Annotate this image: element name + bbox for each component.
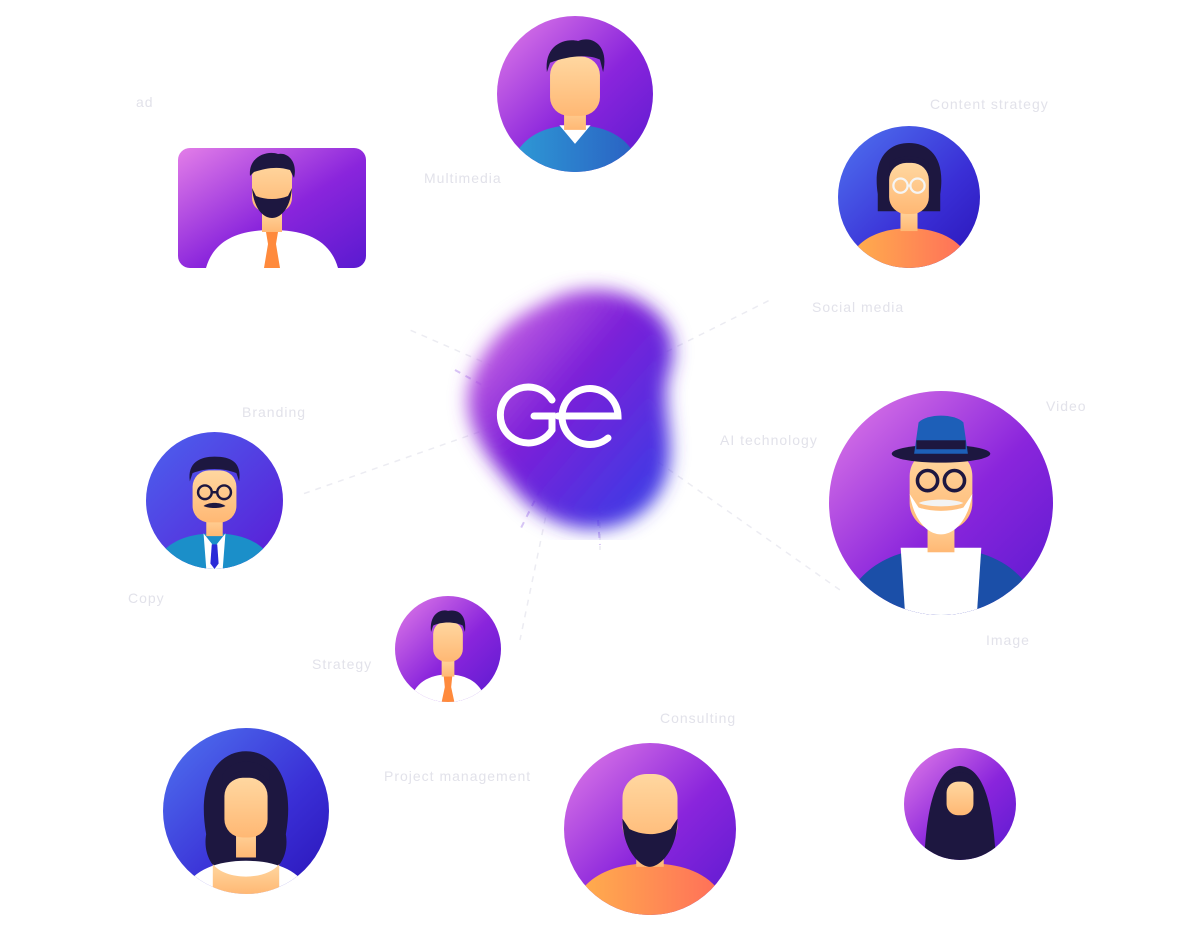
label-ad: ad (136, 94, 154, 110)
person-icon (178, 148, 366, 268)
person-icon (838, 126, 980, 268)
glasses-icon (915, 468, 967, 493)
avatar-old-man-hat[interactable] (829, 391, 1053, 615)
label-strategy: Strategy (312, 656, 373, 672)
label-image: Image (986, 632, 1030, 648)
person-icon (395, 596, 501, 702)
person-icon (564, 743, 736, 915)
avatar-bald-bearded-man[interactable] (564, 743, 736, 915)
avatar-woman-hijab[interactable] (904, 748, 1016, 860)
label-video: Video (1046, 398, 1087, 414)
label-branding: Branding (242, 404, 307, 420)
avatar-man-blue-shirt[interactable] (497, 16, 653, 172)
person-icon (829, 391, 1053, 615)
hub-logo: Ge (440, 270, 700, 540)
glasses-icon (196, 484, 233, 501)
label-ai-technology: AI technology (720, 432, 818, 448)
avatar-bearded-man-tie[interactable] (178, 148, 366, 268)
label-content-strategy: Content strategy (930, 96, 1049, 112)
label-social-media: Social media (812, 299, 905, 315)
logo-icon (496, 383, 622, 448)
person-icon (146, 432, 283, 569)
person-icon (163, 728, 329, 894)
avatar-woman-long-hair[interactable] (163, 728, 329, 894)
avatar-man-mustache[interactable] (146, 432, 283, 569)
person-icon (904, 748, 1016, 860)
label-project-management: Project management (384, 768, 532, 784)
label-consulting: Consulting (660, 710, 737, 726)
label-copy: Copy (128, 590, 165, 606)
avatar-woman-glasses[interactable] (838, 126, 980, 268)
label-multimedia: Multimedia (424, 170, 502, 186)
glasses-icon (892, 177, 926, 194)
person-icon (497, 16, 653, 172)
avatar-small-man-tie[interactable] (395, 596, 501, 702)
